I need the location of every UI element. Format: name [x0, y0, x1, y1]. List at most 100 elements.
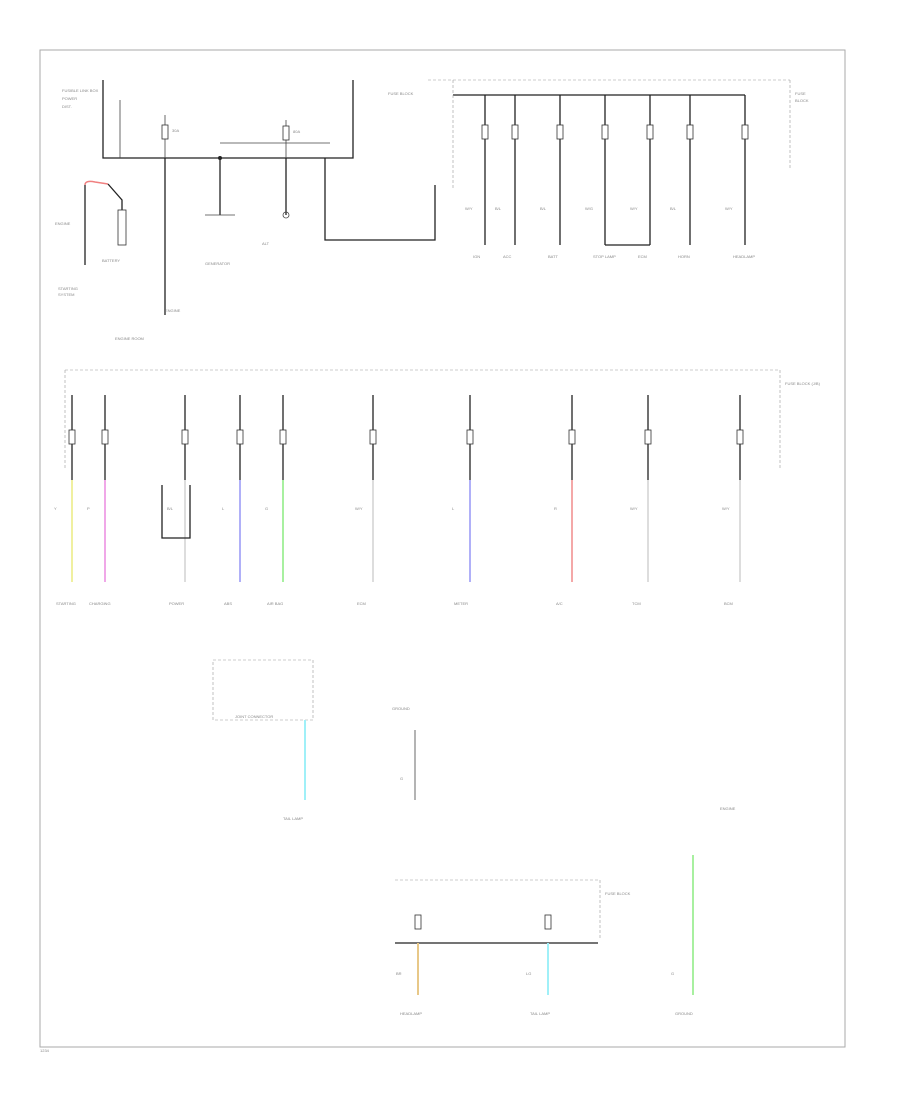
output-name: HEADLAMP — [400, 1011, 422, 1016]
joint-connector: JOINT CONNECTOR TAIL LAMP — [212, 659, 314, 821]
output-name: STARTING — [56, 601, 76, 606]
output-name: ACC — [503, 254, 512, 259]
wire-label: W/Y — [725, 206, 733, 211]
fuse — [556, 124, 564, 140]
fusible-link-box: FUSIBLE LINK BOX POWER DIST. 30A 80A — [62, 80, 354, 159]
fuse — [601, 124, 609, 140]
fuse-80a — [282, 125, 290, 141]
svg-text:80A: 80A — [293, 129, 300, 134]
output-name: METER — [454, 601, 468, 606]
svg-text:JOINT CONNECTOR: JOINT CONNECTOR — [235, 714, 273, 719]
wire-label: BR — [396, 971, 402, 976]
mid-output-6: L METER — [452, 395, 474, 606]
bottom-output-0: BR HEADLAMP — [396, 914, 422, 1016]
lower-fuse-box: FUSE BLOCK — [395, 879, 631, 944]
fuse — [736, 429, 744, 445]
output-name: TCM — [632, 601, 641, 606]
fuse — [181, 429, 189, 445]
svg-text:ENGINE: ENGINE — [720, 806, 736, 811]
svg-text:FUSE BLOCK: FUSE BLOCK — [605, 891, 631, 896]
output-name: GROUND — [675, 1011, 693, 1016]
fuse — [644, 429, 652, 445]
mid-output-0: Y STARTING — [54, 395, 76, 606]
output-name: CHARGING — [89, 601, 111, 606]
fuse — [101, 429, 109, 445]
wire-label: LG — [526, 971, 531, 976]
wire-label: L — [452, 506, 455, 511]
svg-text:BATTERY: BATTERY — [102, 258, 120, 263]
mid-output-2: B/L POWER — [167, 395, 189, 606]
fuse — [369, 429, 377, 445]
mid-output-9: W/Y BCM — [722, 395, 744, 606]
fuse — [466, 429, 474, 445]
wire-label: B/L — [167, 506, 174, 511]
wire-label: W/Y — [465, 206, 473, 211]
fuse — [568, 429, 576, 445]
battery-circuit: ENGINE BATTERY STARTING SYSTEM — [55, 180, 127, 297]
svg-text:FUSIBLE LINK BOX: FUSIBLE LINK BOX — [62, 88, 99, 93]
bottom-output-1: LG TAIL LAMP — [526, 914, 552, 1016]
output-name: TAIL LAMP — [530, 1011, 550, 1016]
mid-output-7: RA/C — [554, 395, 576, 606]
mid-output-1: P CHARGING — [87, 395, 111, 606]
fuse — [511, 124, 519, 140]
svg-text:DIST.: DIST. — [62, 104, 72, 109]
mid-output-8: W/Y TCM — [630, 395, 652, 606]
mid-distribution-box: FUSE BLOCK (J/B) — [64, 369, 821, 470]
generator-circuit: GENERATOR ALT ENGINE ENGINE ROOM — [115, 156, 436, 341]
wire-label: W/Y — [722, 506, 730, 511]
output-name: BATT — [548, 254, 558, 259]
fuse — [741, 124, 749, 140]
wire-label: W/Y — [355, 506, 363, 511]
output-name: HEADLAMP — [733, 254, 755, 259]
fuse — [544, 914, 552, 930]
fuse — [686, 124, 694, 140]
svg-text:STARTING: STARTING — [58, 286, 78, 291]
fuse — [646, 124, 654, 140]
fuse-30a — [161, 124, 169, 140]
output-name: BCM — [724, 601, 733, 606]
output-name: ABS — [224, 601, 232, 606]
output-name: POWER — [169, 601, 184, 606]
svg-text:ENGINE: ENGINE — [165, 308, 181, 313]
output-name: STOP LAMP — [593, 254, 616, 259]
svg-text:ENGINE ROOM: ENGINE ROOM — [115, 336, 144, 341]
wire-label: B/L — [670, 206, 677, 211]
diagram-frame — [39, 49, 846, 1048]
top-output-0: W/Y IGN — [465, 95, 489, 259]
top-distribution-box: FUSE BLOCK FUSE BLOCK — [388, 79, 809, 190]
svg-text:GROUND: GROUND — [392, 706, 410, 711]
wire-label: P — [87, 506, 90, 511]
mid-output-3: L ABS — [222, 395, 244, 606]
fuse — [236, 429, 244, 445]
top-output-6: W/Y HEADLAMP — [725, 95, 755, 259]
wire-label: W/G — [585, 206, 593, 211]
svg-text:TAIL LAMP: TAIL LAMP — [283, 816, 303, 821]
wire-label: Y — [54, 506, 57, 511]
fuse — [68, 429, 76, 445]
svg-text:BLOCK: BLOCK — [795, 98, 809, 103]
wire-label: W/Y — [630, 506, 638, 511]
svg-text:SYSTEM: SYSTEM — [58, 292, 74, 297]
output-name: IGN — [473, 254, 480, 259]
output-name: A/C — [556, 601, 563, 606]
wire-label: B/L — [540, 206, 547, 211]
wire-label: G — [265, 506, 268, 511]
wire-label: L — [222, 506, 225, 511]
fuse — [279, 429, 287, 445]
svg-text:ENGINE: ENGINE — [55, 221, 71, 226]
mid-output-5: W/Y ECM — [355, 395, 377, 606]
footer-code: 1234 — [40, 1048, 50, 1053]
output-name: ECM — [638, 254, 647, 259]
output-name: ECM — [357, 601, 366, 606]
fuse — [481, 124, 489, 140]
